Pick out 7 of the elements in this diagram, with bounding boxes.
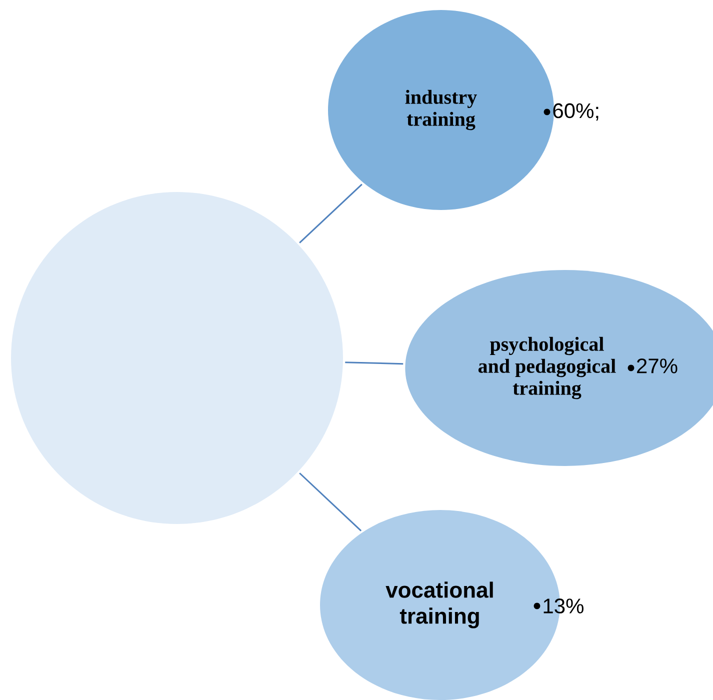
percent-label: 60%; bbox=[553, 103, 598, 121]
ellipse-node: industry training bbox=[328, 10, 554, 210]
circle-node bbox=[11, 192, 343, 524]
connector-line bbox=[345, 362, 404, 365]
percent-label: 13% bbox=[544, 598, 584, 614]
connector-line bbox=[299, 472, 362, 532]
connector-line bbox=[299, 184, 362, 244]
